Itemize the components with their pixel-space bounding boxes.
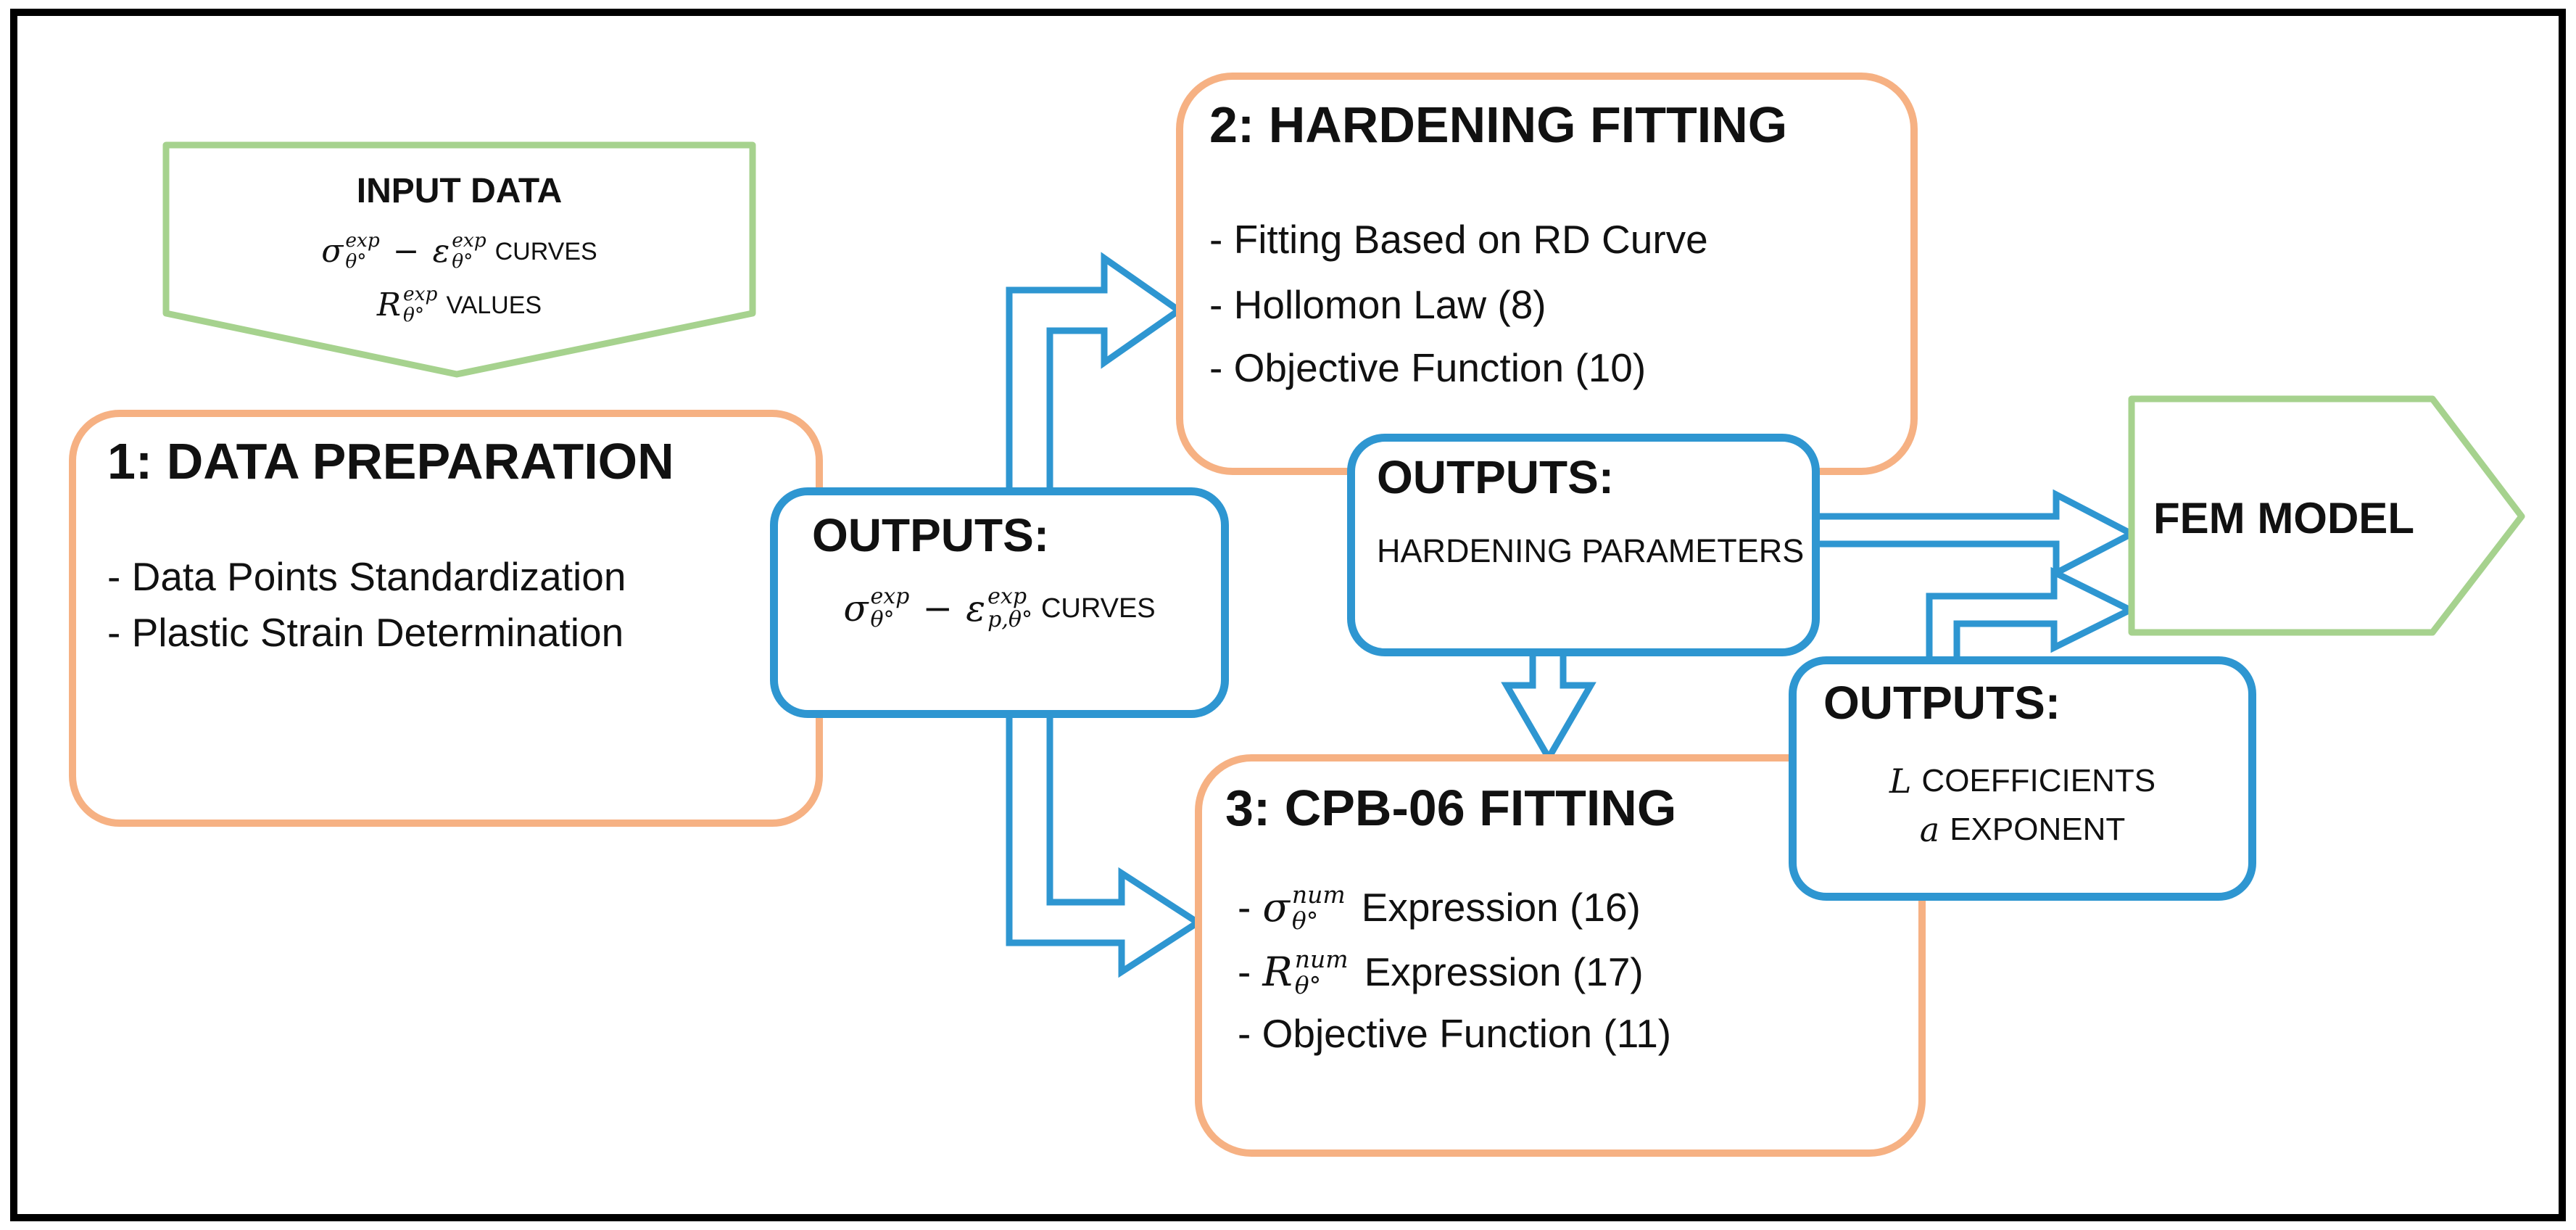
hardening-fitting-box: 2: HARDENING FITTING - Fitting Based on … xyxy=(1176,73,1918,475)
arrow-outputs-to-cpb xyxy=(1006,710,1204,978)
l-variable: L xyxy=(1889,761,1912,801)
minus-sign: − xyxy=(922,587,953,630)
values-label: VALUES xyxy=(446,291,542,319)
bullet-dash: - xyxy=(1238,885,1251,930)
bullet-dash: - xyxy=(1238,949,1251,995)
bullet-objective-function-11: - Objective Function (11) xyxy=(1238,1011,1672,1056)
sigma-superscript: exp xyxy=(870,584,910,609)
sigma-num-superscript: num xyxy=(1291,880,1346,909)
arrow-outputs-to-hardening xyxy=(1006,252,1185,500)
arrow-hardening-to-cpb xyxy=(1501,648,1596,764)
outputs-cpb-title: OUTPUTS: xyxy=(1823,677,2061,729)
sigma-num-symbol: σ xyxy=(1262,884,1290,931)
fem-model-shape xyxy=(2128,395,2525,636)
epsilon-symbol: ε xyxy=(966,587,986,630)
fem-model-label: FEM MODEL xyxy=(2153,494,2414,542)
outer-border xyxy=(10,9,2566,1221)
a-exponent-line: a EXPONENT xyxy=(1797,813,2248,846)
epsilon-subscript: θ° xyxy=(452,249,473,273)
expression-17-label: Expression (17) xyxy=(1364,949,1644,995)
curves-label: CURVES xyxy=(1040,593,1156,624)
curves-label: CURVES xyxy=(494,237,597,265)
bullet-hollomon-law: - Hollomon Law (8) xyxy=(1209,282,1546,327)
l-coefficients-line: L COEFFICIENTS xyxy=(1797,764,2248,798)
r-subscript: θ° xyxy=(403,303,425,326)
sigma-superscript: exp xyxy=(345,229,380,252)
r-num-subscript: θ° xyxy=(1294,970,1322,999)
r-superscript: exp xyxy=(403,283,438,305)
data-preparation-box: 1: DATA PREPARATION - Data Points Standa… xyxy=(69,410,823,827)
a-variable: a xyxy=(1919,810,1940,849)
epsilon-subscript: p,θ° xyxy=(987,607,1032,633)
exponent-label: EXPONENT xyxy=(1950,812,2126,847)
r-num-symbol: R xyxy=(1262,949,1293,996)
epsilon-superscript: exp xyxy=(452,229,486,252)
data-preparation-title: 1: DATA PREPARATION xyxy=(107,433,674,490)
sigma-num-subscript: θ° xyxy=(1291,906,1319,935)
arrow-cpb-outputs-to-fem xyxy=(1926,566,2138,665)
hardening-fitting-title: 2: HARDENING FITTING xyxy=(1209,96,1788,153)
epsilon-superscript: exp xyxy=(987,584,1027,609)
epsilon-symbol: ε xyxy=(432,232,450,270)
sigma-subscript: θ° xyxy=(870,607,895,633)
outputs-hardening-box: OUTPUTS: HARDENING PARAMETERS xyxy=(1347,434,1820,656)
arrow-hardening-outputs-to-fem xyxy=(1812,489,2139,579)
sigma-symbol: σ xyxy=(321,232,344,270)
outputs-hardening-title: OUTPUTS: xyxy=(1377,451,1615,503)
expression-16-label: Expression (16) xyxy=(1361,885,1641,930)
coefficients-label: COEFFICIENTS xyxy=(1921,763,2156,798)
outputs-mid-title: OUTPUTS: xyxy=(812,509,1050,561)
sigma-symbol: σ xyxy=(843,587,869,630)
minus-sign: − xyxy=(392,232,420,270)
outputs-coefficients-box: OUTPUTS: L COEFFICIENTS a EXPONENT xyxy=(1789,656,2256,901)
r-num-superscript: num xyxy=(1294,945,1349,973)
bullet-fitting-rd-curve: - Fitting Based on RD Curve xyxy=(1209,217,1708,262)
hardening-parameters-label: HARDENING PARAMETERS xyxy=(1377,532,1805,569)
bullet-plastic-strain-determination: - Plastic Strain Determination xyxy=(107,610,624,655)
input-data-title: INPUT DATA xyxy=(356,172,563,210)
bullet-data-points-standardization: - Data Points Standardization xyxy=(107,554,626,599)
input-data-shape xyxy=(162,141,756,378)
bullet-objective-function-10: - Objective Function (10) xyxy=(1209,345,1647,390)
sigma-subscript: θ° xyxy=(345,249,367,273)
r-symbol: R xyxy=(376,286,402,323)
cpb-fitting-title: 3: CPB-06 FITTING xyxy=(1225,780,1677,836)
